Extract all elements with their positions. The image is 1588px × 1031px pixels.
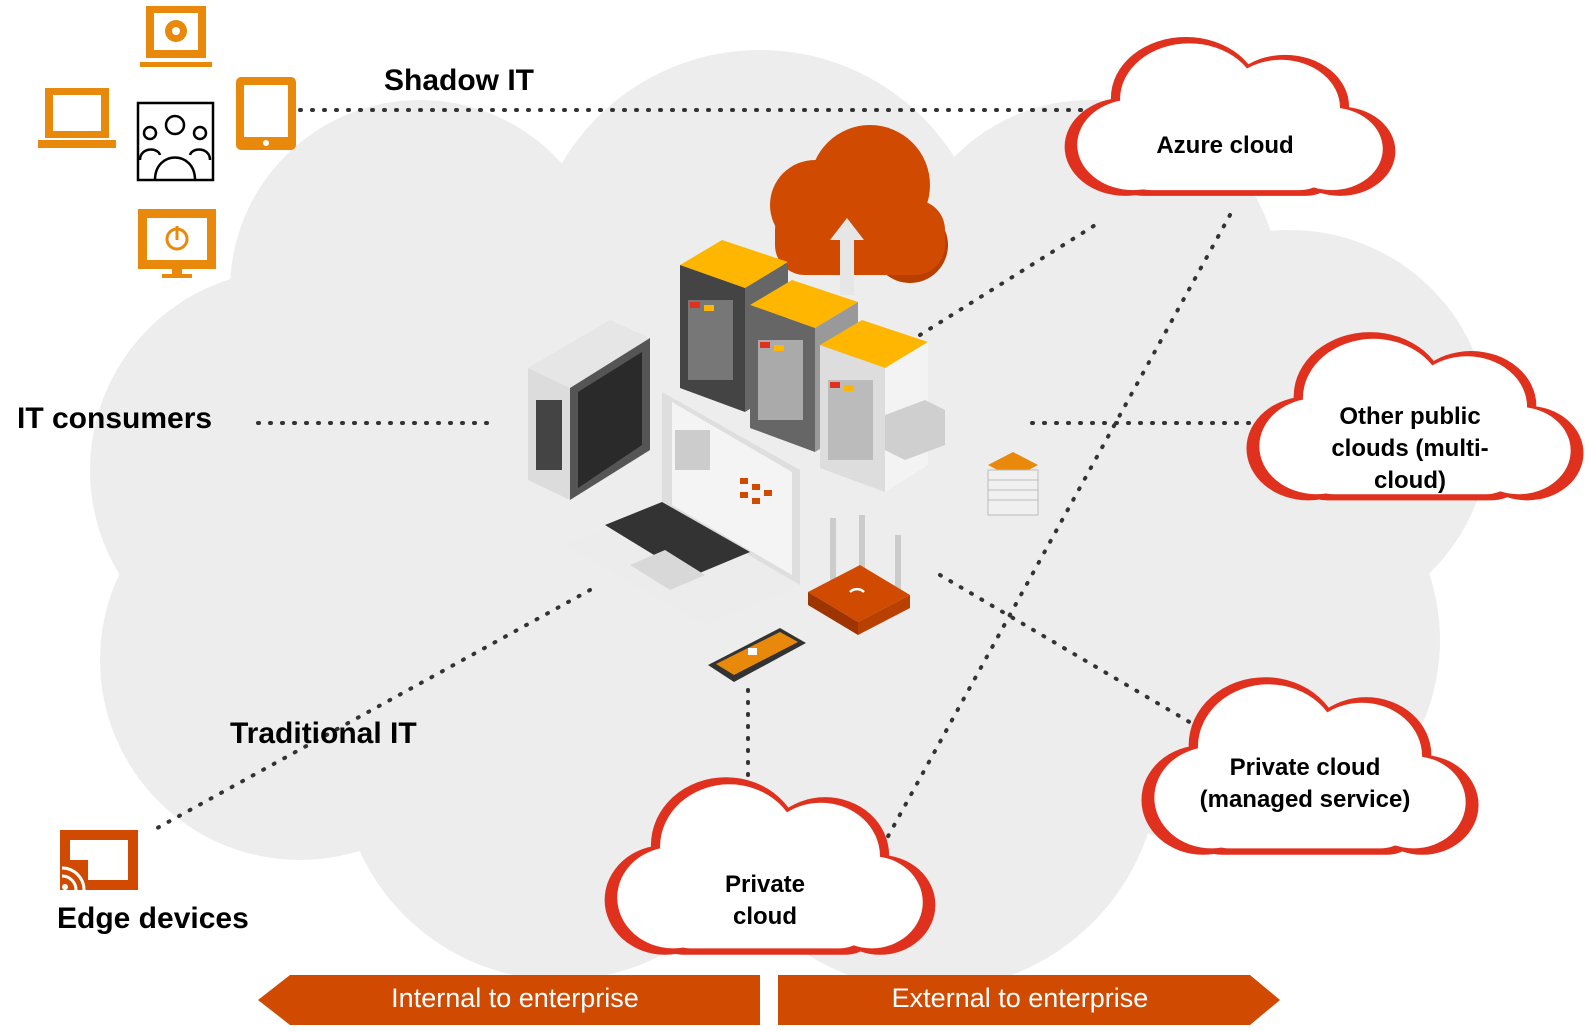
laptop-icon [38, 88, 116, 148]
edge-devices-label: Edge devices [57, 902, 249, 935]
smartphone-lock-icon [708, 628, 806, 682]
tablet-icon [236, 77, 296, 150]
connector-lines [148, 108, 1277, 862]
traditional-it-label: Traditional IT [230, 717, 417, 750]
shadow-it-label: Shadow IT [384, 64, 534, 97]
people-group-icon [136, 101, 215, 182]
internal-arrow [258, 975, 760, 1025]
router-icon [808, 515, 910, 635]
document-stack-icon [987, 452, 1039, 516]
private-cloud-label: Private cloud [724, 871, 806, 930]
internal-arrow-label: Internal to enterprise [391, 983, 639, 1013]
private-managed-cloud-label: Private cloud (managed service) [1199, 754, 1411, 813]
other-public-clouds-label: Other public clouds (multi-cloud) [1331, 403, 1489, 494]
azure-cloud-shape [1064, 36, 1396, 196]
server-rack-icon [680, 240, 945, 492]
laptop-illustration [565, 392, 800, 625]
it-consumers-label: IT consumers [17, 402, 213, 435]
gear-monitor-icon [140, 6, 212, 67]
azure-cloud-label: Azure cloud [1156, 132, 1294, 159]
edge-device-icon [60, 830, 138, 891]
cloud-upload-icon [770, 125, 948, 295]
external-arrow [778, 975, 1280, 1025]
external-arrow-label: External to enterprise [891, 983, 1149, 1013]
desktop-tower-icon [528, 320, 650, 500]
power-monitor-icon [138, 209, 216, 278]
